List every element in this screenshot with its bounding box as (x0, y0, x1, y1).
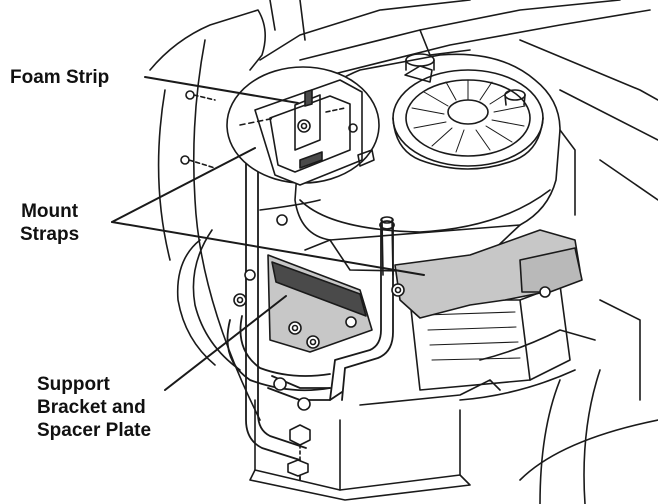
bolt (180, 155, 216, 169)
lower-mount-block (249, 329, 596, 501)
bolt (539, 286, 551, 298)
mount-straps-highlight (394, 229, 583, 319)
hex-nut (287, 459, 309, 477)
frame-outline (149, 0, 658, 421)
bolt (306, 335, 320, 349)
leader-mount-strap-2 (111, 221, 425, 276)
support-rails (226, 143, 395, 481)
hex-nut (289, 424, 311, 463)
callout-support-bracket-line-3: Spacer Plate (37, 420, 152, 441)
callout-support-bracket: Support Bracket and Spacer Plate (37, 373, 151, 442)
callout-mount-straps-line-1: Mount (21, 201, 79, 222)
hex-nut (276, 214, 288, 226)
callout-foam-strip: Foam Strip (10, 66, 109, 89)
right-fender (519, 299, 658, 504)
leader-mount-strap-1 (111, 147, 256, 223)
bolt (244, 269, 256, 281)
bolt (391, 283, 405, 297)
callout-mount-straps-line-2: Straps (20, 224, 80, 245)
callout-mount-straps: Mount Straps (20, 200, 79, 246)
leader-support-bracket (164, 295, 287, 391)
bolt (345, 316, 357, 328)
body-panel (176, 229, 241, 371)
leader-foam-strip (144, 76, 299, 104)
detail-inset (226, 66, 380, 186)
callout-support-bracket-line-1: Support (37, 374, 110, 395)
bolt (185, 90, 216, 101)
bolt (233, 293, 247, 307)
callout-support-bracket-line-2: Bracket and (37, 397, 146, 418)
fasteners (180, 90, 551, 477)
bolt (288, 321, 302, 335)
dipstick-tube (380, 216, 394, 276)
leader-lines (111, 76, 425, 391)
air-cleaner (392, 53, 544, 170)
vent-pattern (411, 79, 526, 153)
callout-foam-strip-text: Foam Strip (10, 67, 110, 88)
bolt (297, 397, 311, 411)
bolt (273, 377, 287, 391)
